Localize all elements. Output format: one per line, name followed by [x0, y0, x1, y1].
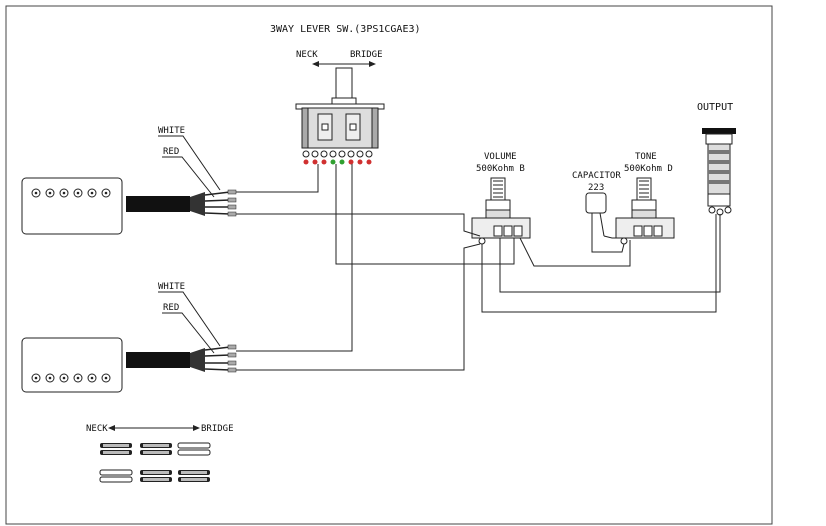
bridge-label-leaders	[158, 291, 221, 354]
neck-pickup-poles	[31, 188, 111, 198]
switch-bridge-label: BRIDGE	[350, 50, 383, 60]
wire-neck-ground	[236, 213, 481, 237]
wire-cap-to-tone	[591, 243, 625, 253]
neck-label-leaders	[158, 135, 221, 198]
neck-pickup-cable	[126, 189, 237, 217]
bridge-white-label: WHITE	[158, 282, 185, 292]
wire-neck-hot	[236, 164, 319, 193]
neck-red-label: RED	[163, 147, 179, 157]
wire-ground-return	[481, 214, 717, 313]
switch-title: 3WAY LEVER SW.(3PS1CGAE3)	[270, 24, 421, 35]
output-jack	[702, 128, 736, 216]
switch-body	[295, 67, 385, 149]
volume-value: 500Kohm B	[476, 164, 525, 174]
volume-pot	[471, 177, 531, 245]
legend-arrow	[108, 425, 200, 431]
tone-value: 500Kohm D	[624, 164, 673, 174]
bridge-pickup-poles	[31, 373, 111, 383]
bridge-pickup-cable	[126, 344, 237, 373]
capacitor-label: CAPACITOR	[572, 171, 621, 181]
capacitor	[585, 192, 607, 245]
output-label: OUTPUT	[697, 102, 733, 113]
diagram-border	[5, 5, 773, 525]
wire-bridge-ground	[236, 243, 481, 371]
legend-pickup-neck-selected	[100, 443, 132, 455]
legend-row-1	[100, 442, 211, 456]
bridge-red-label: RED	[163, 303, 179, 313]
legend-bridge-label: BRIDGE	[201, 424, 234, 434]
neck-pickup	[21, 177, 123, 235]
wires	[236, 164, 721, 371]
wire-volume-to-tone	[519, 237, 631, 267]
capacitor-value: 223	[588, 183, 604, 193]
legend-neck-label: NECK	[86, 424, 108, 434]
tone-pot	[615, 177, 675, 245]
legend-pickup-middle-selected-2	[140, 470, 172, 482]
switch-lugs	[302, 150, 373, 165]
switch-neck-label: NECK	[296, 50, 318, 60]
legend-row-2	[99, 469, 210, 483]
wire-volume-to-output	[499, 214, 721, 293]
volume-label: VOLUME	[484, 152, 517, 162]
neck-white-label: WHITE	[158, 126, 185, 136]
legend-pickup-neck-off	[99, 469, 133, 483]
legend-pickup-bridge-off	[177, 442, 211, 456]
switch-direction-arrow	[312, 61, 376, 67]
wire-switch-out-a	[335, 164, 515, 265]
bridge-pickup	[21, 337, 123, 393]
legend-pickup-bridge-selected	[178, 470, 210, 482]
tone-label: TONE	[635, 152, 657, 162]
wire-bridge-hot	[236, 164, 353, 352]
legend-pickup-middle-selected	[140, 443, 172, 455]
wire-cap-to-tone-lug	[603, 235, 624, 239]
